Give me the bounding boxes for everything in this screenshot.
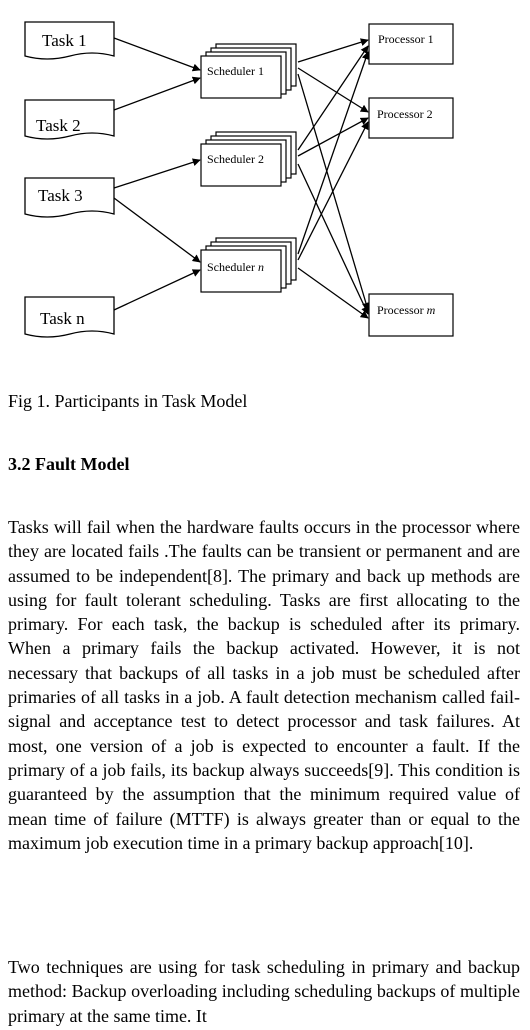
arrow-task3-scheduler-n bbox=[113, 197, 201, 263]
scheduler-node-1: Scheduler 1 bbox=[200, 43, 297, 99]
scheduler-label-n: Scheduler n bbox=[207, 260, 264, 274]
processor-label-2: Processor 2 bbox=[377, 107, 433, 121]
section-heading: 3.2 Fault Model bbox=[8, 454, 130, 474]
scheduler-processor-arrows bbox=[297, 38, 370, 319]
processor-label-1: Processor 1 bbox=[378, 32, 434, 46]
arrow-s2-pm bbox=[297, 163, 369, 315]
task-label-2: Task 2 bbox=[36, 116, 81, 135]
figure-caption: Fig 1. Participants in Task Model bbox=[8, 391, 248, 411]
arrow-sn-p2 bbox=[297, 121, 369, 261]
scheduler-node-2: Scheduler 2 bbox=[200, 131, 297, 187]
task-label-1: Task 1 bbox=[42, 31, 87, 50]
task-label-3: Task 3 bbox=[38, 186, 83, 205]
arrow-s2-p2 bbox=[297, 117, 369, 157]
task-scheduler-arrows bbox=[113, 37, 201, 311]
body-paragraph-2: Two techniques are using for task schedu… bbox=[8, 957, 520, 1026]
arrow-sn-p1 bbox=[297, 51, 370, 255]
arrow-s2-p1 bbox=[297, 45, 369, 151]
arrow-sn-pm bbox=[297, 267, 369, 319]
task-model-diagram: Task 1 Task 2 Task 3 Task n Scheduler 1 … bbox=[24, 21, 454, 338]
body-paragraph-1: Tasks will fail when the hardware faults… bbox=[8, 517, 520, 853]
processor-node-2: Processor 2 bbox=[368, 97, 454, 139]
task-node-n: Task n bbox=[24, 296, 115, 338]
processor-label-m: Processor m bbox=[377, 303, 436, 317]
scheduler-label-1: Scheduler 1 bbox=[207, 64, 264, 78]
task-node-1: Task 1 bbox=[24, 21, 115, 60]
arrow-task1-scheduler1 bbox=[113, 37, 201, 72]
task-node-2: Task 2 bbox=[24, 99, 115, 140]
arrow-s1-p2 bbox=[297, 67, 369, 113]
arrow-taskn-scheduler-n bbox=[113, 269, 201, 311]
arrow-task3-scheduler2 bbox=[113, 158, 201, 189]
processor-node-1: Processor 1 bbox=[368, 23, 454, 65]
scheduler-label-2: Scheduler 2 bbox=[207, 152, 264, 166]
task-label-n: Task n bbox=[40, 309, 85, 328]
arrow-task2-scheduler1 bbox=[113, 76, 201, 111]
processor-node-m: Processor m bbox=[368, 293, 454, 337]
arrow-s1-p1 bbox=[297, 38, 369, 63]
task-node-3: Task 3 bbox=[24, 177, 115, 218]
scheduler-node-n: Scheduler n bbox=[200, 237, 297, 293]
